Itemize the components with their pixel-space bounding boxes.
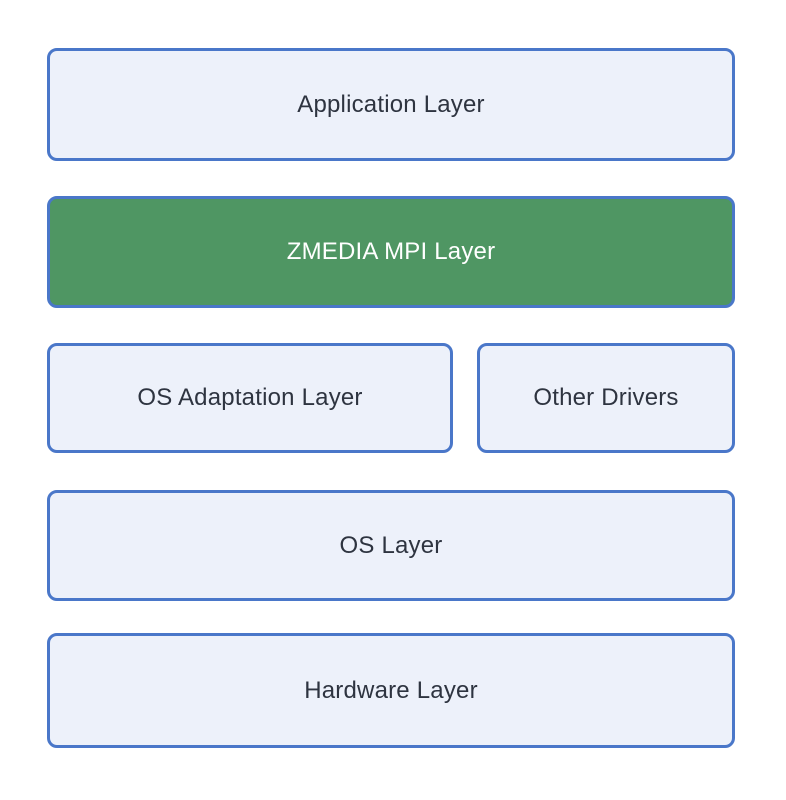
layer-box-hardware: Hardware Layer [47,633,735,748]
layer-label-zmedia-mpi: ZMEDIA MPI Layer [286,238,496,265]
layer-box-zmedia-mpi: ZMEDIA MPI Layer [47,196,735,308]
layer-label-os: OS Layer [339,531,443,559]
layer-label-os-adaptation: OS Adaptation Layer [137,384,363,411]
layer-box-other-drivers: Other Drivers [477,343,735,453]
layer-box-os-adaptation: OS Adaptation Layer [47,343,453,453]
layer-box-application: Application Layer [47,48,735,161]
layer-label-hardware: Hardware Layer [304,676,478,704]
layer-label-application: Application Layer [297,90,485,118]
layer-label-other-drivers: Other Drivers [533,384,679,411]
layer-box-os: OS Layer [47,490,735,601]
